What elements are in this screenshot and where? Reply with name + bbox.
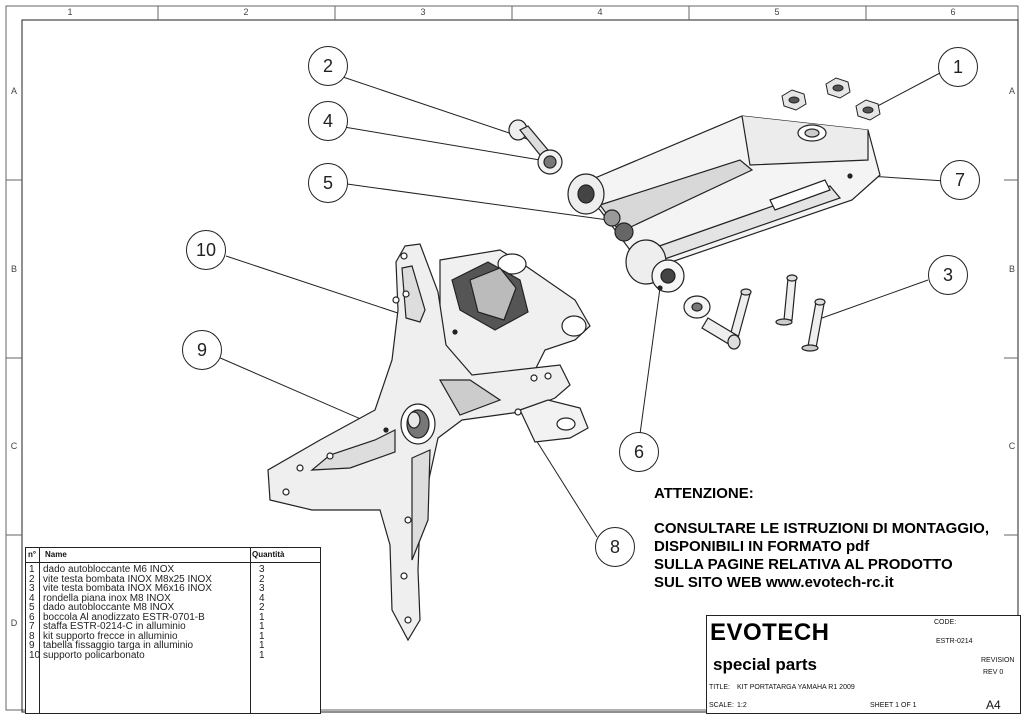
- callout-7: 7: [940, 160, 980, 200]
- callout-8: 8: [595, 527, 635, 567]
- zone-label-side: B: [10, 264, 17, 274]
- callout-6: 6: [619, 432, 659, 472]
- title-value: KIT PORTATARGA YAMAHA R1 2009: [737, 684, 855, 691]
- bom-row: 5 dado autobloccante M8 INOX 2: [26, 603, 320, 613]
- scale-label: SCALE:: [709, 702, 734, 709]
- bom-cell-qty: 1: [259, 611, 265, 623]
- title-label: TITLE:: [709, 684, 731, 691]
- bom-row: 6 boccola Al anodizzato ESTR-0701-B 1: [26, 611, 320, 623]
- bom-row: 3 vite testa bombata INOX M6x16 INOX 3: [26, 584, 320, 594]
- bom-cell-n: 3: [29, 583, 35, 594]
- zone-label-top: 5: [774, 7, 780, 17]
- bom-cell-qty: 1: [259, 621, 265, 632]
- bom-row: 2 vite testa bombata INOX M8x25 INOX 2: [26, 573, 320, 585]
- bom-cell-name: tabella fissaggio targa in alluminio: [43, 640, 194, 651]
- bom-cell-n: 1: [29, 564, 35, 575]
- callout-4: 4: [308, 101, 348, 141]
- scale-value: 1:2: [737, 702, 747, 709]
- assembly-notice: ATTENZIONE: CONSULTARE LE ISTRUZIONI DI …: [654, 485, 989, 592]
- zone-label-side: A: [1008, 86, 1015, 96]
- bom-row: 9 tabella fissaggio targa in alluminio 1: [26, 641, 320, 651]
- callout-9: 9: [182, 330, 222, 370]
- inner-frame: [21, 19, 1019, 713]
- revision-label: REVISION: [981, 657, 1015, 664]
- bom-cell-qty: 3: [259, 564, 265, 575]
- plate-assembly: [267, 243, 663, 642]
- notice-line: DISPONIBILI IN FORMATO pdf: [654, 538, 870, 555]
- zone-label-top: 3: [420, 7, 426, 17]
- brand-name: EVOTECH: [710, 619, 830, 646]
- zone-label-side: A: [10, 86, 17, 96]
- bom-cell-name: supporto policarbonato: [43, 649, 145, 661]
- sheet-number: SHEET 1 OF 1: [870, 702, 917, 709]
- callout-3: 3: [928, 255, 968, 295]
- bom-cell-qty: 1: [259, 640, 265, 651]
- notice-line: SUL SITO WEB www.evotech-rc.it: [654, 574, 894, 591]
- bom-row: 8 kit supporto frecce in alluminio 1: [26, 630, 320, 642]
- zone-label-side: D: [10, 618, 18, 628]
- bom-cell-n: 10: [29, 649, 41, 661]
- bom-cell-n: 4: [29, 592, 35, 604]
- bom-cell-n: 6: [29, 611, 35, 623]
- code-label: CODE:: [934, 619, 957, 626]
- notice-line: CONSULTARE LE ISTRUZIONI DI MONTAGGIO,: [654, 520, 989, 537]
- bom-cell-name: staffa ESTR-0214-C in alluminio: [43, 621, 186, 632]
- notice-line: SULLA PAGINE RELATIVA AL PRODOTTO: [654, 556, 953, 573]
- bom-cell-qty: 1: [259, 649, 265, 661]
- bom-row: 4 rondella piana inox M8 INOX 4: [26, 592, 320, 604]
- bom-cell-name: dado autobloccante M8 INOX: [43, 602, 175, 613]
- bom-header-name: Name: [45, 550, 67, 559]
- zone-label-top: 2: [243, 7, 249, 17]
- code-value: ESTR-0214: [936, 638, 973, 645]
- bom-cell-name: kit supporto frecce in alluminio: [43, 630, 178, 642]
- zone-label-top: 6: [950, 7, 956, 17]
- bom-header: n° Name Quantità: [26, 548, 320, 563]
- notice-heading: ATTENZIONE:: [654, 485, 754, 502]
- callout-2: 2: [308, 46, 348, 86]
- bom-cell-qty: 2: [259, 573, 265, 585]
- zone-label-side: B: [1008, 264, 1015, 274]
- bom-row: 1 dado autobloccante M6 INOX 3: [26, 565, 320, 575]
- bom-cell-name: dado autobloccante M6 INOX: [43, 564, 175, 575]
- fastener-parts: [508, 119, 826, 352]
- leader-lines: [217, 72, 946, 538]
- title-block: CODE: ESTR-0214 REVISION REV 0 TITLE: KI…: [706, 615, 1021, 714]
- revision-value: REV 0: [983, 669, 1004, 676]
- bill-of-materials: n° Name Quantità 1 dado autobloccante M6 …: [25, 547, 321, 714]
- nut-parts: [781, 77, 881, 121]
- bom-row: 7 staffa ESTR-0214-C in alluminio 1: [26, 622, 320, 632]
- bom-cell-name: boccola Al anodizzato ESTR-0701-B: [43, 611, 205, 623]
- bom-cell-name: rondella piana inox M8 INOX: [43, 592, 171, 604]
- paper-size: A4: [986, 698, 1001, 712]
- callout-5: 5: [308, 163, 348, 203]
- callout-10: 10: [186, 230, 226, 270]
- bom-cell-n: 8: [29, 630, 35, 642]
- bom-cell-qty: 4: [259, 592, 265, 604]
- callout-1: 1: [938, 47, 978, 87]
- zone-label-side: C: [10, 441, 18, 451]
- bom-cell-qty: 2: [259, 602, 265, 613]
- bom-cell-name: vite testa bombata INOX M6x16 INOX: [43, 583, 212, 594]
- bom-cell-n: 2: [29, 573, 35, 585]
- bom-header-qty: Quantità: [252, 550, 285, 559]
- zone-label-top: 4: [597, 7, 603, 17]
- brand-tagline: special parts: [713, 655, 817, 674]
- bom-cell-qty: 3: [259, 583, 265, 594]
- bom-cell-name: vite testa bombata INOX M8x25 INOX: [43, 573, 212, 585]
- bom-cell-qty: 1: [259, 630, 265, 642]
- zone-label-top: 1: [67, 7, 73, 17]
- zone-label-side: C: [1008, 441, 1016, 451]
- bracket-part: [574, 115, 881, 271]
- bom-cell-n: 5: [29, 602, 35, 613]
- bom-cell-n: 7: [29, 621, 35, 632]
- bom-cell-n: 9: [29, 640, 35, 651]
- bom-header-num: n°: [28, 550, 37, 559]
